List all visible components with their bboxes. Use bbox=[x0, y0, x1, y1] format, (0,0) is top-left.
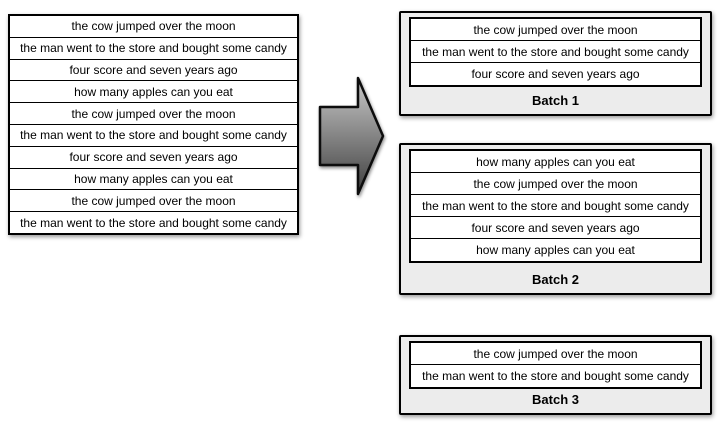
sentence-row: four score and seven years ago bbox=[10, 59, 297, 82]
sentence-row: the cow jumped over the moon bbox=[411, 173, 700, 195]
sentence-row: four score and seven years ago bbox=[411, 217, 700, 239]
sentence-row: how many apples can you eat bbox=[10, 168, 297, 191]
source-sentence-list: the cow jumped over the moon the man wen… bbox=[8, 14, 299, 235]
sentence-row: the cow jumped over the moon bbox=[10, 190, 297, 213]
sentence-row: the man went to the store and bought som… bbox=[411, 365, 700, 387]
batch-2-row-list: how many apples can you eat the cow jump… bbox=[409, 149, 702, 263]
sentence-row: the man went to the store and bought som… bbox=[411, 41, 700, 63]
sentence-row: how many apples can you eat bbox=[10, 81, 297, 104]
batch-box-1: the cow jumped over the moon the man wen… bbox=[399, 11, 712, 116]
sentence-row: the cow jumped over the moon bbox=[411, 19, 700, 41]
batch-2-label: Batch 2 bbox=[532, 272, 579, 287]
batch-box-2: how many apples can you eat the cow jump… bbox=[399, 143, 712, 295]
right-arrow-icon bbox=[316, 74, 388, 202]
sentence-row: how many apples can you eat bbox=[411, 239, 700, 261]
sentence-row: the man went to the store and bought som… bbox=[10, 124, 297, 147]
sentence-row: the cow jumped over the moon bbox=[10, 103, 297, 125]
sentence-row: the man went to the store and bought som… bbox=[10, 37, 297, 60]
sentence-row: the cow jumped over the moon bbox=[10, 16, 297, 38]
batch-box-3: the cow jumped over the moon the man wen… bbox=[399, 335, 712, 415]
batch-3-label: Batch 3 bbox=[532, 392, 579, 407]
batch-1-row-list: the cow jumped over the moon the man wen… bbox=[409, 17, 702, 87]
sentence-row: four score and seven years ago bbox=[10, 146, 297, 169]
sentence-row: the cow jumped over the moon bbox=[411, 343, 700, 365]
sentence-row: the man went to the store and bought som… bbox=[10, 212, 297, 233]
batch-1-label: Batch 1 bbox=[532, 93, 579, 108]
sentence-row: how many apples can you eat bbox=[411, 151, 700, 173]
sentence-row: four score and seven years ago bbox=[411, 63, 700, 85]
batch-3-row-list: the cow jumped over the moon the man wen… bbox=[409, 341, 702, 389]
sentence-row: the man went to the store and bought som… bbox=[411, 195, 700, 217]
